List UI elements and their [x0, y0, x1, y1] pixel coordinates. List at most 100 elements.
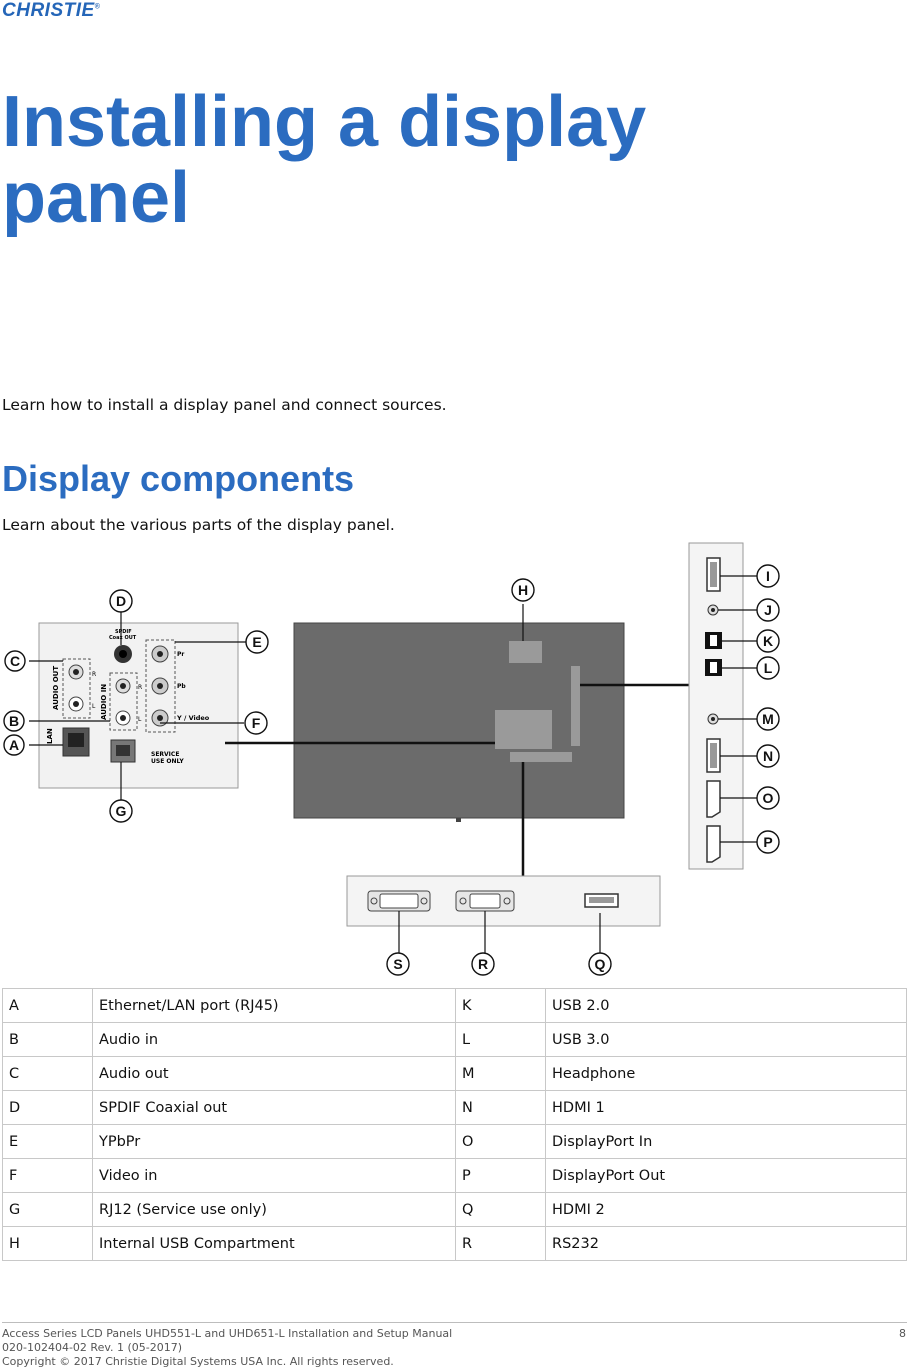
- legend-key: P: [455, 1158, 546, 1193]
- legend-value: USB 2.0: [545, 988, 907, 1023]
- footer-divider: [2, 1322, 907, 1323]
- callout-p: [756, 830, 780, 854]
- callout-e: [245, 630, 269, 654]
- legend-value: USB 3.0: [545, 1022, 907, 1057]
- table-row: C Audio out M Headphone: [2, 1056, 907, 1091]
- callout-q-label: Q: [595, 956, 606, 972]
- use-only-label: USE ONLY: [151, 758, 184, 765]
- table-row: A Ethernet/LAN port (RJ45) K USB 2.0: [2, 988, 907, 1023]
- callout-m: [756, 707, 780, 731]
- callout-q: [588, 952, 612, 976]
- callout-i-label: I: [766, 568, 770, 584]
- legend-value: Headphone: [545, 1056, 907, 1091]
- callout-f-label: F: [252, 715, 261, 731]
- callout-o-label: O: [763, 790, 774, 806]
- legend-key: Q: [455, 1192, 546, 1227]
- callout-f: [244, 711, 268, 735]
- legend-key: G: [2, 1192, 93, 1227]
- side-connector-panel: [688, 542, 744, 870]
- callout-h: [511, 578, 535, 602]
- legend-key: B: [2, 1022, 93, 1057]
- footer: Access Series LCD Panels UHD551-L and UH…: [2, 1327, 452, 1369]
- legend-key: H: [2, 1226, 93, 1261]
- legend-value: DisplayPort In: [545, 1124, 907, 1159]
- pr-label: Pr: [177, 651, 184, 658]
- legend-value: RS232: [545, 1226, 907, 1261]
- audio-in-label: AUDIO IN: [100, 684, 108, 720]
- legend-key: K: [455, 988, 546, 1023]
- audio-out-l-label: L: [92, 703, 96, 710]
- table-row: F Video in P DisplayPort Out: [2, 1158, 907, 1193]
- callout-b: [3, 710, 25, 732]
- legend-value: DisplayPort Out: [545, 1158, 907, 1193]
- legend-key: D: [2, 1090, 93, 1125]
- intro-text: Learn how to install a display panel and…: [2, 396, 447, 414]
- legend-value: YPbPr: [92, 1124, 456, 1159]
- footer-copyright: Copyright © 2017 Christie Digital System…: [2, 1355, 394, 1368]
- callout-a-label: A: [9, 737, 19, 753]
- logo-registered-mark: ®: [94, 3, 101, 11]
- callout-n: [756, 744, 780, 768]
- callout-d: [109, 589, 133, 613]
- callout-r-label: R: [478, 956, 488, 972]
- section-title: Display components: [2, 458, 355, 499]
- footer-manual-title: Access Series LCD Panels UHD551-L and UH…: [2, 1327, 453, 1340]
- audio-out-r-label: R: [92, 671, 96, 678]
- footer-revision: 020-102404-02 Rev. 1 (05-2017): [2, 1341, 183, 1354]
- audio-out-label: AUDIO OUT: [52, 666, 60, 710]
- legend-value: SPDIF Coaxial out: [92, 1090, 456, 1125]
- callout-s-label: S: [393, 956, 402, 972]
- legend-key: M: [455, 1056, 546, 1091]
- table-row: E YPbPr O DisplayPort In: [2, 1124, 907, 1159]
- legend-key: C: [2, 1056, 93, 1091]
- legend-value: HDMI 1: [545, 1090, 907, 1125]
- legend-key: L: [455, 1022, 546, 1057]
- logo-text: CHRISTIE: [2, 0, 95, 21]
- pb-label: Pb: [177, 683, 186, 690]
- callout-k: [756, 629, 780, 653]
- callout-e-label: E: [252, 634, 261, 650]
- callout-k-label: K: [763, 633, 773, 649]
- callout-a: [3, 734, 25, 756]
- callout-n-label: N: [763, 748, 773, 764]
- page-number: 8: [899, 1327, 906, 1340]
- legend-key: O: [455, 1124, 546, 1159]
- legend-key: N: [455, 1090, 546, 1125]
- y-video-label: Y / Video: [176, 714, 210, 722]
- legend-key: F: [2, 1158, 93, 1193]
- legend-value: RJ12 (Service use only): [92, 1192, 456, 1227]
- callout-o: [756, 786, 780, 810]
- callout-h-label: H: [518, 582, 528, 598]
- legend-key: E: [2, 1124, 93, 1159]
- legend-value: Ethernet/LAN port (RJ45): [92, 988, 456, 1023]
- callout-j: [756, 598, 780, 622]
- lan-label: LAN: [46, 728, 54, 744]
- section-intro: Learn about the various parts of the dis…: [2, 516, 395, 534]
- legend-key: R: [455, 1226, 546, 1261]
- callout-l: [756, 656, 780, 680]
- table-row: D SPDIF Coaxial out N HDMI 1: [2, 1090, 907, 1125]
- audio-in-r-label: R: [138, 684, 142, 691]
- legend-value: HDMI 2: [545, 1192, 907, 1227]
- spdif-label: SPDIF: [115, 629, 132, 635]
- table-row: G RJ12 (Service use only) Q HDMI 2: [2, 1192, 907, 1227]
- audio-in-l-label: L: [138, 716, 142, 723]
- coax-out-label: Coax OUT: [109, 635, 137, 641]
- callout-i: [756, 564, 780, 588]
- callout-l-label: L: [764, 660, 773, 676]
- legend-key: A: [2, 988, 93, 1023]
- callout-m-label: M: [762, 711, 774, 727]
- legend-value: Audio in: [92, 1022, 456, 1057]
- display-back: [293, 622, 625, 819]
- legend-value: Video in: [92, 1158, 456, 1193]
- callout-b-label: B: [9, 713, 19, 729]
- display-components-diagram: AUDIO OUT R L LAN SPDIF Coax OUT AUDIO I…: [3, 542, 780, 976]
- components-legend-table: A Ethernet/LAN port (RJ45) K USB 2.0 B A…: [2, 988, 907, 1261]
- christie-logo: CHRISTIE®: [2, 0, 100, 22]
- table-row: H Internal USB Compartment R RS232: [2, 1226, 907, 1261]
- callout-d-label: D: [116, 593, 126, 609]
- callout-r: [471, 952, 495, 976]
- callout-c-label: C: [10, 653, 20, 669]
- service-label: SERVICE: [151, 751, 179, 758]
- legend-value: Audio out: [92, 1056, 456, 1091]
